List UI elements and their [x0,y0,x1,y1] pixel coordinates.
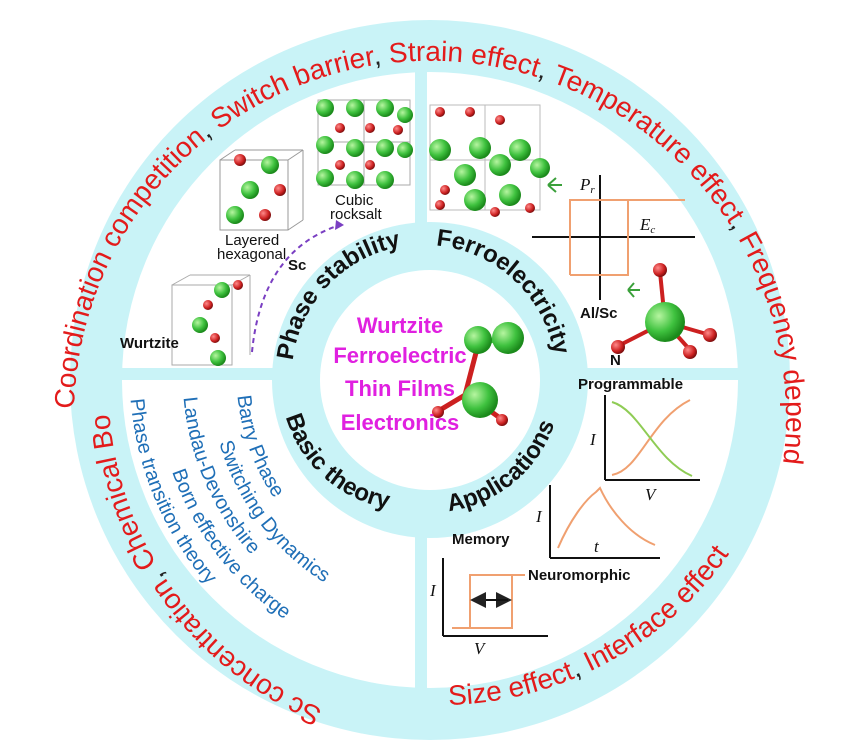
label-n: N [610,352,621,369]
label-memory: Memory [452,531,510,548]
label-sc: Sc [288,257,306,274]
label-layered: Layered [225,232,279,249]
label-wurtzite: Wurtzite [120,335,179,352]
ferro-crystal [429,104,550,217]
prog-v-label: V [645,485,658,504]
ring-segment-3: , [371,38,391,71]
ring-segment-3: , [0,0,4,6]
center-disc [320,270,540,490]
center-line-1: Wurtzite [357,313,443,338]
label-neuromorphic: Neuromorphic [528,567,631,584]
mem-i-label: I [429,581,437,600]
label-programmable: Programmable [578,376,683,393]
prog-i-label: I [589,430,597,449]
neuro-curve [557,486,656,549]
cubic-rocksalt-crystal [316,99,413,189]
prog-curve-green [611,401,693,477]
label-rocksalt: rocksalt [330,206,383,223]
label-pr: Pr [579,175,595,196]
ferro-panel: Pr Ec Al/Sc N [429,104,717,369]
ferro-arrow-icon [547,177,562,193]
phase-transition-arrow [251,224,341,353]
center-line-2: Ferroelectric [333,343,466,368]
ring-segment-9: , [0,0,4,6]
al-sc-molecule [611,263,717,359]
label-ec: Ec [639,215,655,236]
wurtzite-crystal [171,274,251,366]
neuro-i-label: I [535,507,543,526]
center-line-4: Electronics [341,410,460,435]
center-line-3: Thin Films [345,376,455,401]
phase-arrow-head [335,220,344,230]
layered-hexagonal-crystal [219,149,304,231]
label-hexagonal: hexagonal [217,246,286,263]
prog-curve-orange [611,399,691,476]
label-al-sc: Al/Sc [580,305,618,322]
hysteresis-loop [569,199,685,276]
phase-panel: Layered hexagonal Cubic rocksalt [120,99,413,366]
mem-v-label: V [474,639,487,658]
app-panel: Programmable I V I t Memory Neuromorphic… [429,376,700,658]
center-molecule [432,322,524,426]
ferro-arrow-icon-2 [627,282,640,298]
neuro-t-label: t [594,537,600,556]
label-cubic: Cubic [335,192,374,209]
